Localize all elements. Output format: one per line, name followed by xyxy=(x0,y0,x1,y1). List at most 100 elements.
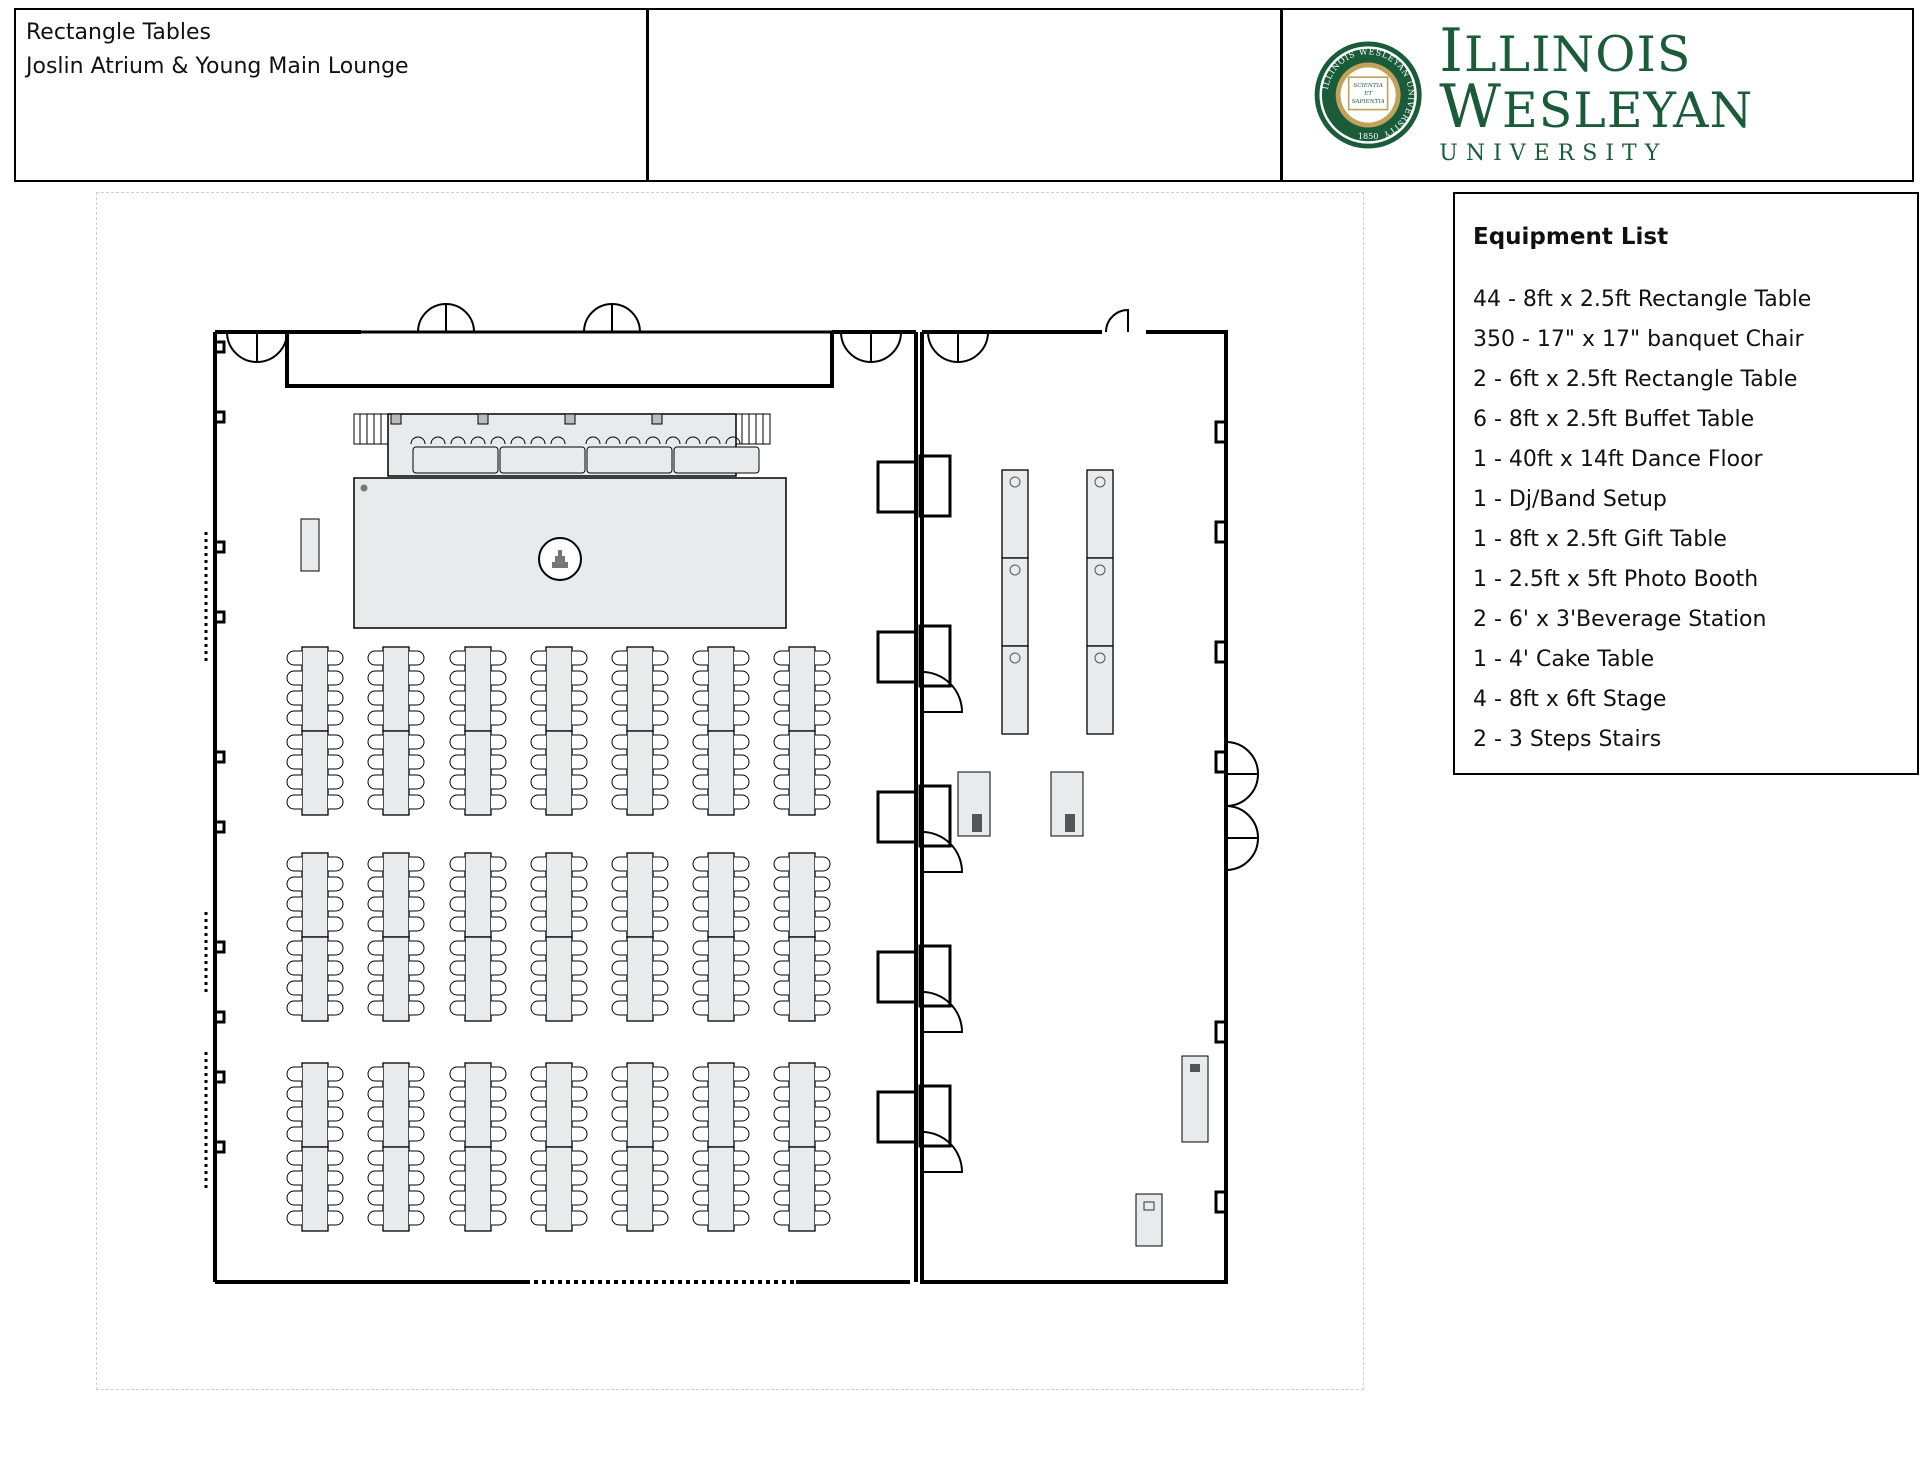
rectangle-table xyxy=(707,646,735,732)
partition-pocket xyxy=(876,460,916,514)
chair xyxy=(328,710,344,726)
wall-notch xyxy=(1214,420,1226,444)
chair xyxy=(328,794,344,810)
buffet-icon xyxy=(477,413,489,425)
chair xyxy=(734,1210,750,1226)
chair xyxy=(286,1000,302,1016)
chair xyxy=(328,1086,344,1102)
chair xyxy=(692,856,708,872)
rectangle-table xyxy=(382,936,410,1022)
chair xyxy=(653,754,669,770)
chair xyxy=(367,1086,383,1102)
svg-text:ET: ET xyxy=(1363,91,1373,97)
wall-notch xyxy=(215,410,226,424)
door-leaf xyxy=(445,302,475,333)
chair xyxy=(449,960,465,976)
wall-notch xyxy=(215,750,226,764)
wall-notch xyxy=(1214,520,1226,544)
chair xyxy=(286,960,302,976)
wall-notch xyxy=(1214,640,1226,664)
chair xyxy=(491,690,507,706)
chair xyxy=(734,916,750,932)
chair xyxy=(491,1210,507,1226)
chair xyxy=(530,670,546,686)
chair xyxy=(653,1086,669,1102)
chair xyxy=(367,856,383,872)
chair xyxy=(773,734,789,750)
chair xyxy=(611,710,627,726)
chair xyxy=(550,436,566,445)
door-leaf xyxy=(921,671,964,713)
wall-notch xyxy=(215,1010,226,1024)
chair xyxy=(572,754,588,770)
chair xyxy=(815,1150,831,1166)
chair xyxy=(685,436,701,445)
university-subtitle: UNIVERSITY xyxy=(1439,140,1668,166)
chair xyxy=(572,734,588,750)
chair xyxy=(815,774,831,790)
chair xyxy=(409,876,425,892)
chair xyxy=(449,1126,465,1142)
floor-plan-frame xyxy=(96,192,1364,1390)
chair xyxy=(328,1106,344,1122)
chair xyxy=(692,1150,708,1166)
chair xyxy=(409,1066,425,1082)
chair xyxy=(286,754,302,770)
chair xyxy=(692,940,708,956)
chair xyxy=(409,710,425,726)
chair xyxy=(653,940,669,956)
chair xyxy=(653,1210,669,1226)
rectangle-table xyxy=(626,1062,654,1148)
chair xyxy=(328,734,344,750)
beverage-icon xyxy=(1065,814,1075,832)
chair xyxy=(611,1126,627,1142)
cake-icon xyxy=(552,550,568,568)
chair xyxy=(734,794,750,810)
chair xyxy=(572,710,588,726)
door-leaf xyxy=(1225,837,1260,871)
chair xyxy=(815,1000,831,1016)
chair xyxy=(815,980,831,996)
equipment-item: 1 - 8ft x 2.5ft Gift Table xyxy=(1473,527,1727,552)
chair xyxy=(773,1190,789,1206)
chair xyxy=(815,1106,831,1122)
chair xyxy=(653,916,669,932)
rectangle-table xyxy=(707,1062,735,1148)
chair xyxy=(611,896,627,912)
chair xyxy=(815,710,831,726)
column-block xyxy=(918,624,952,688)
stairs-left xyxy=(353,413,389,445)
door-leaf xyxy=(957,331,989,364)
chair xyxy=(449,896,465,912)
rectangle-table xyxy=(464,1062,492,1148)
chair xyxy=(665,436,681,445)
chair xyxy=(773,754,789,770)
chair xyxy=(611,794,627,810)
chair xyxy=(572,876,588,892)
chair xyxy=(530,690,546,706)
chair xyxy=(815,1086,831,1102)
chair xyxy=(409,1000,425,1016)
chair xyxy=(815,754,831,770)
chair xyxy=(286,650,302,666)
chair xyxy=(367,690,383,706)
chair xyxy=(734,650,750,666)
chair xyxy=(286,670,302,686)
chair xyxy=(491,1150,507,1166)
wall-notch xyxy=(215,340,226,354)
wall-notch xyxy=(215,940,226,954)
chair xyxy=(692,1086,708,1102)
chair xyxy=(705,436,721,445)
chair xyxy=(734,1000,750,1016)
chair xyxy=(734,774,750,790)
chair xyxy=(530,650,546,666)
stairs-right xyxy=(735,413,771,445)
buffet-icon xyxy=(1094,564,1106,576)
rectangle-table xyxy=(301,646,329,732)
chair xyxy=(491,896,507,912)
chair xyxy=(572,916,588,932)
chair xyxy=(611,774,627,790)
chair xyxy=(409,980,425,996)
rectangle-table xyxy=(545,730,573,816)
